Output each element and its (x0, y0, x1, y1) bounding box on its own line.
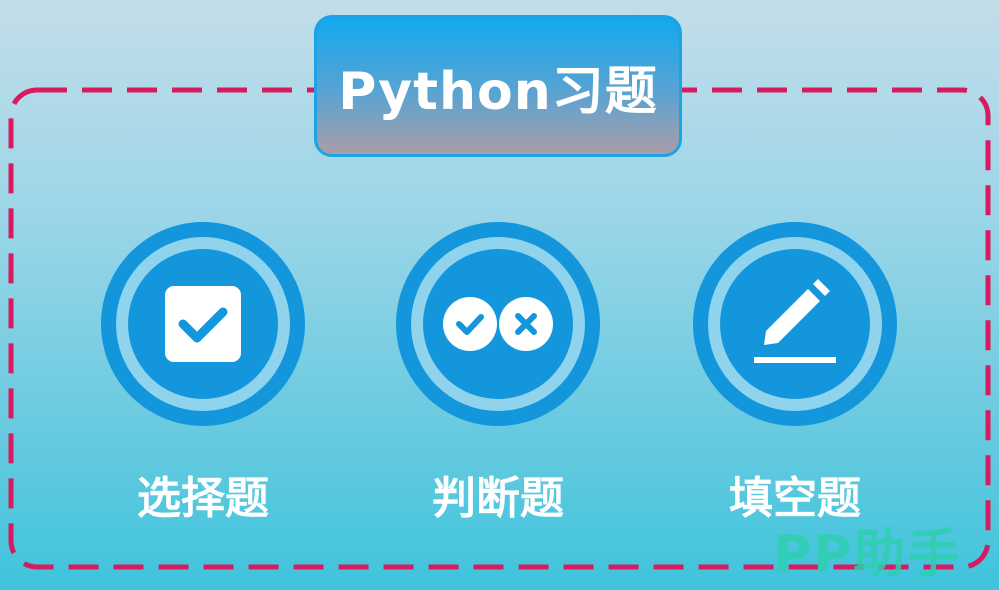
multiple-choice-button[interactable]: 选择题 (101, 222, 305, 526)
fill-blank-button[interactable]: 填空题 (693, 222, 897, 526)
true-false-button[interactable]: 判断题 (396, 222, 600, 526)
title-banner: Python习题 (314, 15, 682, 157)
true-false-label: 判断题 (432, 473, 564, 524)
page-title: Python习题 (338, 61, 658, 122)
watermark: PP助手 (773, 525, 962, 585)
fill-blank-label: 填空题 (729, 473, 861, 524)
multiple-choice-label: 选择题 (137, 473, 269, 524)
pencil-icon (754, 279, 836, 363)
checkbox-icon (165, 286, 241, 362)
check-cross-icon (443, 297, 553, 351)
